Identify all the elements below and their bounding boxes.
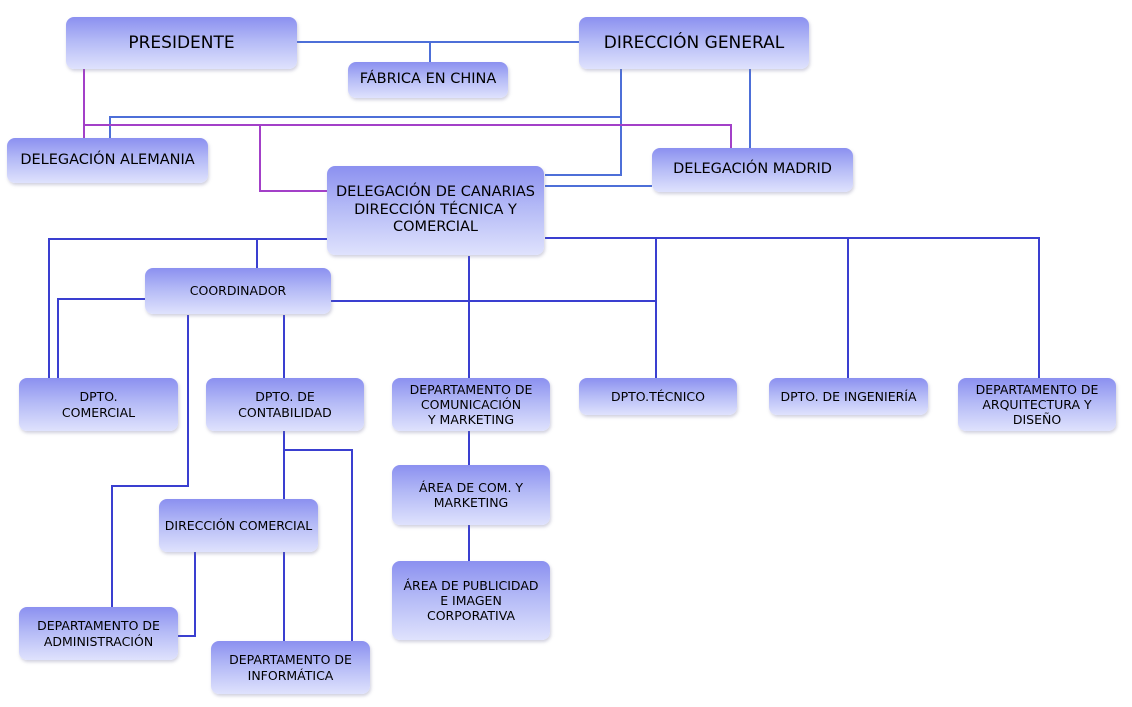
connector-direccion-administracion bbox=[178, 552, 196, 637]
node-direccion-comercial: DIRECCIÓN COMERCIAL bbox=[159, 499, 318, 552]
node-area-publicidad: ÁREA DE PUBLICIDAD E IMAGEN CORPORATIVA bbox=[392, 561, 550, 640]
connector-contabilidad-informatica bbox=[284, 449, 353, 641]
node-dpto-comercial: DPTO. COMERCIAL bbox=[19, 378, 178, 431]
node-delegacion-madrid: DELEGACIÓN MADRID bbox=[652, 148, 853, 192]
node-direccion-general: DIRECCIÓN GENERAL bbox=[579, 17, 809, 69]
connector-direccion-canarias bbox=[545, 69, 622, 176]
node-dpto-arquitectura: DEPARTAMENTO DE ARQUITECTURA Y DISEÑO bbox=[958, 378, 1116, 431]
node-presidente: PRESIDENTE bbox=[66, 17, 297, 69]
node-coordinador: COORDINADOR bbox=[145, 268, 331, 314]
node-dpto-tecnico: DPTO.TÉCNICO bbox=[579, 378, 737, 415]
connector-coordinador-comercial bbox=[57, 298, 145, 378]
node-delegacion-canarias: DELEGACIÓN DE CANARIAS DIRECCIÓN TÉCNICA… bbox=[327, 166, 544, 255]
node-dpto-contabilidad: DPTO. DE CONTABILIDAD bbox=[206, 378, 364, 431]
connector-coordinador-administracion bbox=[111, 315, 189, 607]
node-delegacion-alemania: DELEGACIÓN ALEMANIA bbox=[7, 138, 208, 183]
node-dpto-comunicacion: DEPARTAMENTO DE COMUNICACIÓN Y MARKETING bbox=[392, 378, 550, 431]
node-area-com-marketing: ÁREA DE COM. Y MARKETING bbox=[392, 465, 550, 525]
node-dpto-ingenieria: DPTO. DE INGENIERÍA bbox=[769, 378, 928, 415]
node-fabrica-china: FÁBRICA EN CHINA bbox=[348, 62, 508, 98]
node-dpto-informatica: DEPARTAMENTO DE INFORMÁTICA bbox=[211, 641, 370, 694]
connector-direccion-alemania bbox=[109, 116, 621, 138]
connector-canarias-bus bbox=[48, 238, 327, 378]
connector-presidente-canarias bbox=[259, 125, 327, 192]
connector-presidente-madrid bbox=[84, 124, 732, 149]
node-dpto-administracion: DEPARTAMENTO DE ADMINISTRACIÓN bbox=[19, 607, 178, 660]
connector-canarias-right bbox=[545, 237, 1040, 378]
